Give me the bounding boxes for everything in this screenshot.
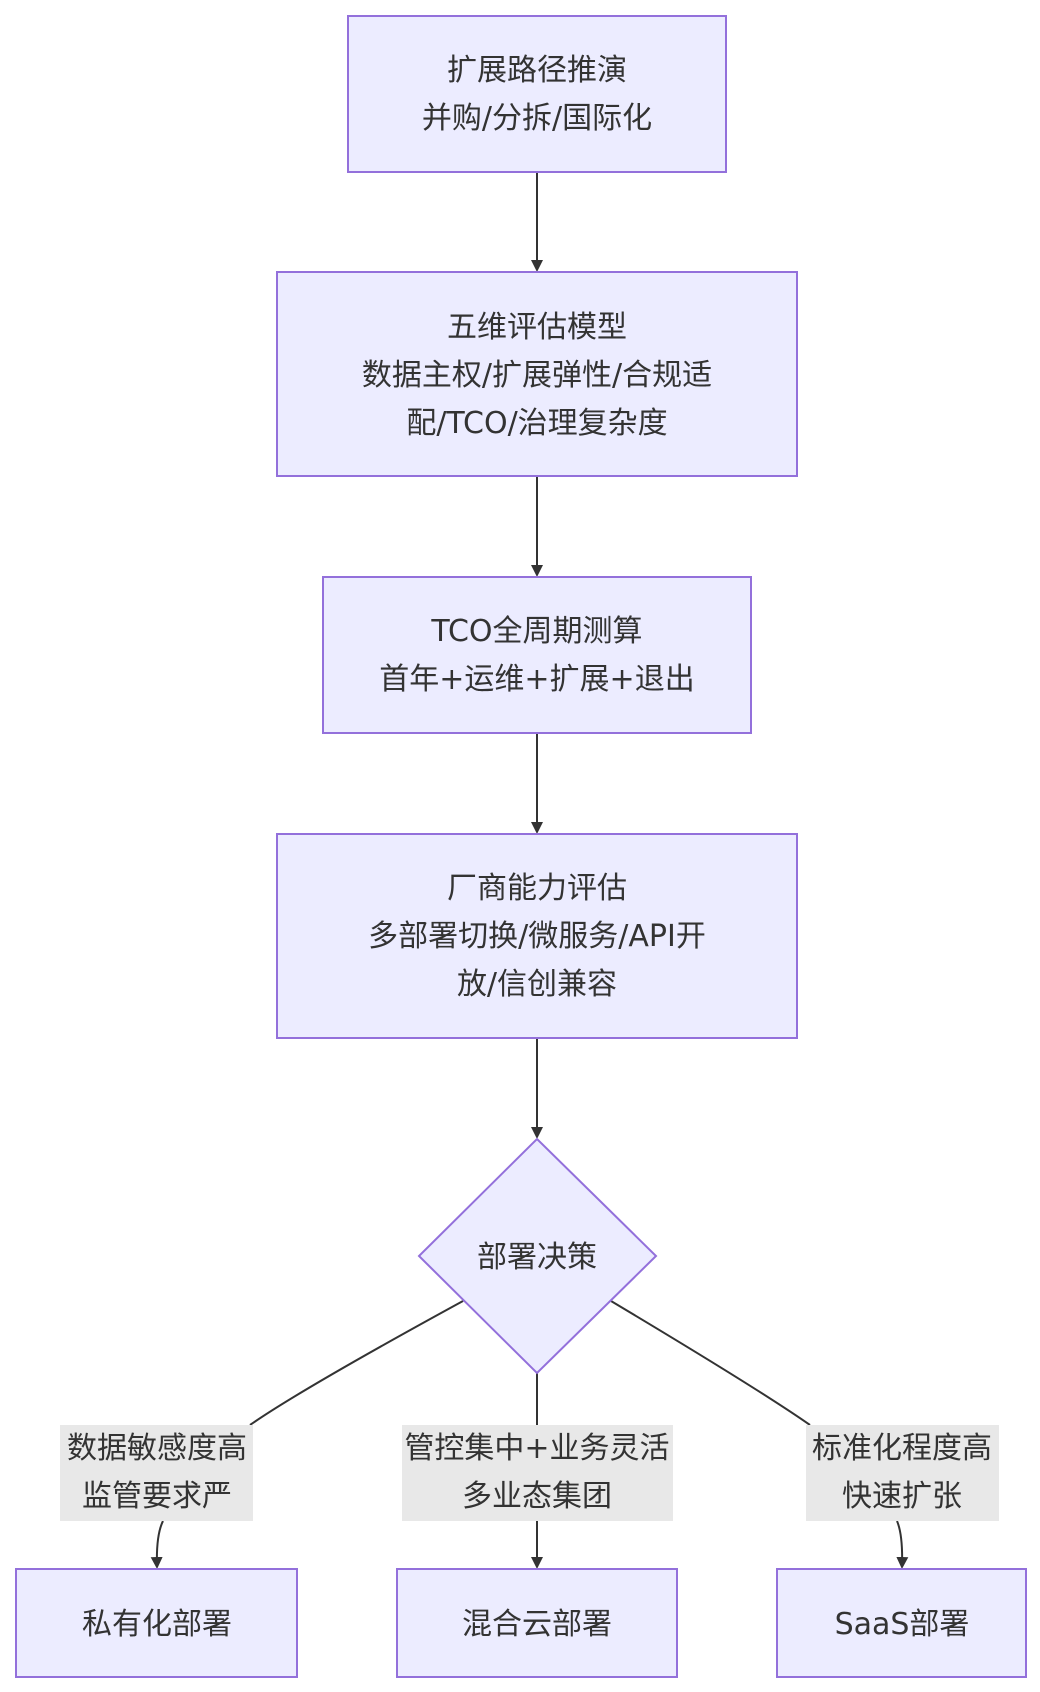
node-text: 扩展路径推演: [447, 53, 627, 88]
edge-5-8: [610, 1300, 811, 1426]
node-text: 五维评估模型: [447, 310, 627, 345]
node-private-deployment: 私有化部署: [15, 1568, 298, 1678]
edge-label-text: 快速扩张: [842, 1479, 962, 1514]
edge-label-text: 数据敏感度高: [67, 1431, 247, 1466]
node-text: 多部署切换/微服务/API开: [368, 919, 706, 954]
node-expansion-path: 扩展路径推演 并购/分拆/国际化: [347, 15, 727, 173]
node-text: SaaS部署: [835, 1607, 970, 1642]
edge-label-private: 数据敏感度高 监管要求严: [60, 1425, 253, 1521]
node-deployment-decision: 部署决策: [417, 1137, 658, 1375]
edge-8-tail: [896, 1520, 909, 1569]
edge-label-saas: 标准化程度高 快速扩张: [806, 1425, 999, 1521]
node-text: 私有化部署: [82, 1607, 232, 1642]
node-saas-deployment: SaaS部署: [776, 1568, 1027, 1678]
edge-5-6: [249, 1300, 464, 1426]
node-text: 混合云部署: [462, 1607, 612, 1642]
node-text: 配/TCO/治理复杂度: [406, 406, 667, 441]
node-text: 部署决策: [477, 1240, 597, 1275]
edge-label-text: 标准化程度高: [812, 1431, 992, 1466]
node-text: 厂商能力评估: [447, 871, 627, 906]
edge-label-text: 监管要求严: [82, 1479, 232, 1514]
node-text: 首年+运维+扩展+退出: [379, 662, 694, 697]
edges: [150, 172, 909, 1569]
edge-label-text: 多业态集团: [462, 1479, 612, 1514]
node-text: 放/信创兼容: [457, 967, 617, 1002]
node-text: 数据主权/扩展弹性/合规适: [362, 358, 712, 393]
node-tco-calculation: TCO全周期测算 首年+运维+扩展+退出: [322, 576, 752, 734]
node-text: TCO全周期测算: [430, 614, 642, 649]
edge-6-tail: [150, 1520, 164, 1569]
edge-label-text: 管控集中+业务灵活: [404, 1431, 669, 1466]
node-vendor-capability: 厂商能力评估 多部署切换/微服务/API开 放/信创兼容: [276, 833, 798, 1039]
node-five-dimension-model: 五维评估模型 数据主权/扩展弹性/合规适 配/TCO/治理复杂度: [276, 271, 798, 477]
edge-label-hybrid: 管控集中+业务灵活 多业态集团: [402, 1425, 673, 1521]
node-text: 并购/分拆/国际化: [422, 101, 652, 136]
node-hybrid-deployment: 混合云部署: [396, 1568, 678, 1678]
